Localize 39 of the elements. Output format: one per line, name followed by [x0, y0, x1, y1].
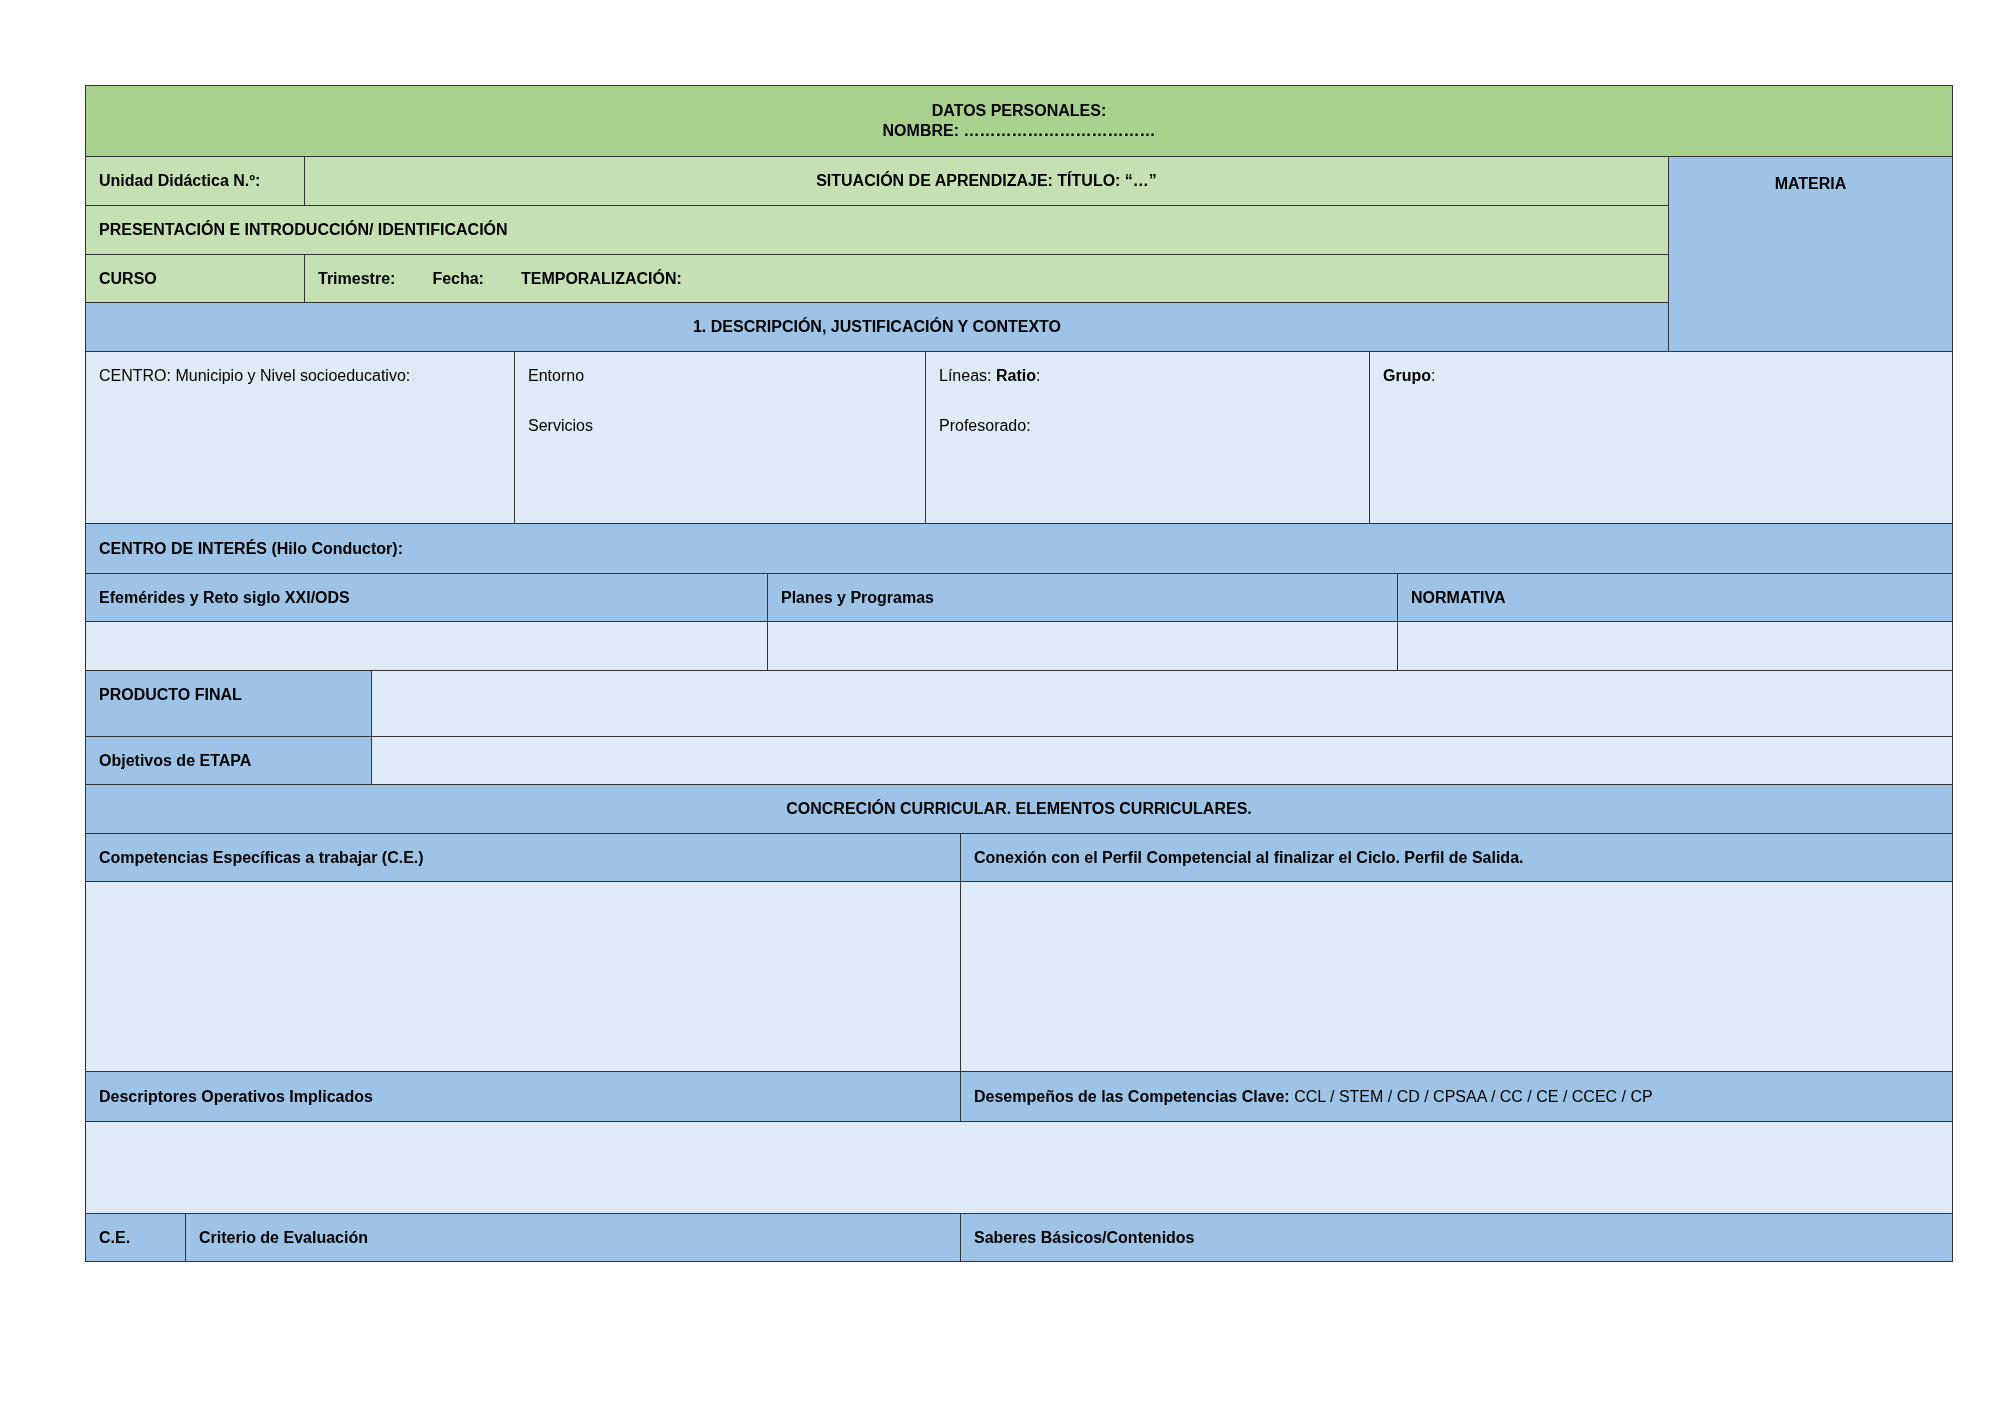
cell-label: Fecha:	[432, 268, 484, 289]
input-area	[85, 1121, 1953, 1214]
cell-label: Desempeños de las Competencias Clave: CCL / STEM / CD / CPSAA / CC / CE / CCEC / CP	[974, 1086, 1653, 1107]
cell-label: NORMATIVA	[1411, 587, 1506, 608]
cell-label: C.E.	[99, 1227, 131, 1248]
cell-label: CENTRO DE INTERÉS (Hilo Conductor):	[99, 538, 403, 559]
cell-label: Planes y Programas	[781, 587, 934, 608]
cell-label: DATOS PERSONALES:	[931, 101, 1107, 121]
cell-label: CURSO	[99, 268, 157, 289]
input-area	[85, 621, 768, 671]
cell-label: Unidad Didáctica N.º:	[99, 171, 261, 191]
cell-label: Grupo:	[1383, 366, 1436, 386]
cell-label: Líneas: Ratio:	[939, 366, 1041, 386]
cell-label: CONCRECIÓN CURRICULAR. ELEMENTOS CURRICULARES.	[786, 799, 1252, 819]
cell-label: Criterio de Evaluación	[199, 1227, 368, 1248]
cell-label: Descriptores Operativos Implicados	[99, 1086, 373, 1107]
cell-label: MATERIA	[1774, 174, 1847, 194]
cell-label: NOMBRE: ………………………………	[882, 121, 1156, 141]
cell-label: Efemérides y Reto siglo XXI/ODS	[99, 587, 350, 608]
cell-label: Profesorado:	[939, 416, 1031, 436]
cell-label: Competencias Específicas a trabajar (C.E.)	[99, 847, 424, 868]
cell-label: Servicios	[528, 416, 593, 436]
input-area	[371, 736, 1953, 785]
cell-label: Conexión con el Perfil Competencial al finalizar el Ciclo. Perfil de Salida.	[974, 847, 1524, 868]
cell-label: PRODUCTO FINAL	[99, 685, 242, 705]
cell-label: CENTRO: Municipio y Nivel socioeducativo:	[99, 366, 411, 386]
cell-label: SITUACIÓN DE APRENDIZAJE: TÍTULO: “…”	[816, 171, 1157, 191]
cell-label: Entorno	[528, 366, 585, 386]
cell-label: Trimestre:	[318, 268, 396, 289]
cell-label: 1. DESCRIPCIÓN, JUSTIFICACIÓN Y CONTEXTO	[692, 317, 1062, 337]
cell-label: Objetivos de ETAPA	[99, 750, 252, 771]
input-area	[85, 881, 961, 1072]
cell-label: Saberes Básicos/Contenidos	[974, 1227, 1195, 1248]
input-area	[371, 670, 1953, 737]
cell-label: TEMPORALIZACIÓN:	[520, 268, 682, 289]
input-area	[1397, 621, 1953, 671]
input-area	[960, 881, 1953, 1072]
input-area	[767, 621, 1398, 671]
cell-label: PRESENTACIÓN E INTRODUCCIÓN/ IDENTIFICACIÓN	[99, 220, 508, 240]
